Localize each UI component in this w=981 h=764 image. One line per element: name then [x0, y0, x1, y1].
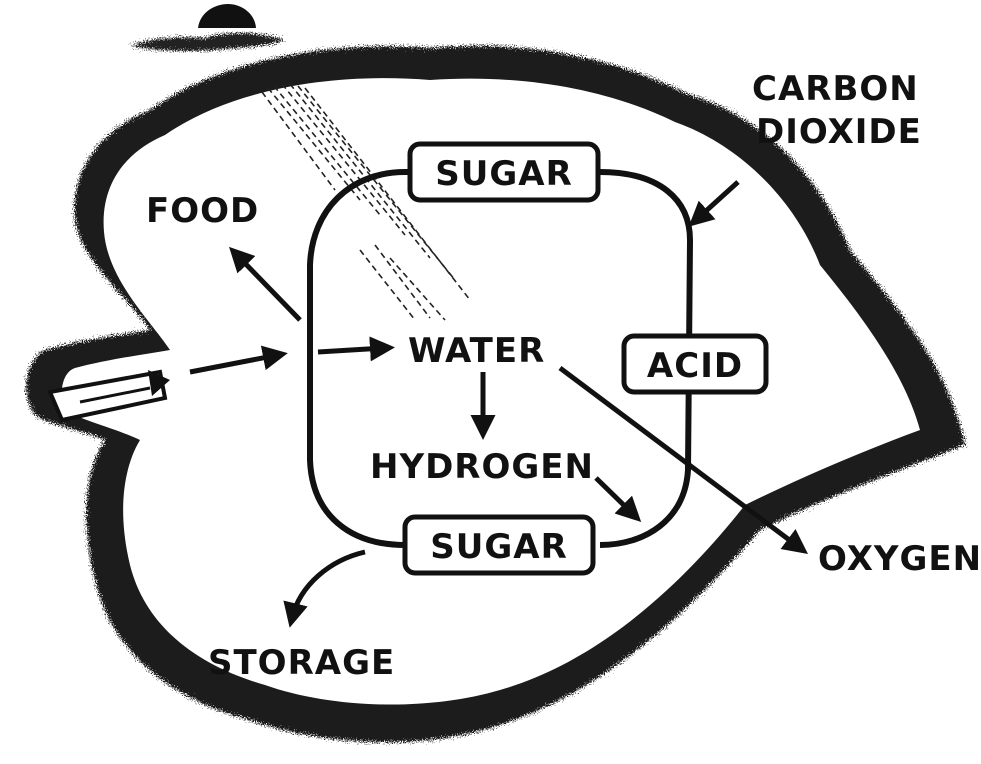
box-acid: ACID — [621, 333, 769, 395]
arrow-hydrogen-to-sugar — [594, 476, 642, 522]
box-sugar-top: SUGAR — [407, 141, 601, 203]
arrow-stem-to-loop — [189, 345, 288, 375]
label-water: WATER — [408, 331, 545, 371]
arrow-to-storage — [283, 549, 366, 628]
leaf-body — [61, 78, 921, 705]
label-hydrogen: HYDROGEN — [370, 447, 594, 487]
arrow-to-oxygen — [558, 366, 808, 554]
cloud-icon — [130, 32, 285, 52]
leaf-outline — [26, 45, 966, 743]
label-storage: STORAGE — [208, 643, 395, 683]
arrow-to-water — [317, 336, 395, 362]
box-sugar-top-label: SUGAR — [435, 154, 573, 194]
sun-icon — [130, 4, 285, 52]
box-acid-label: ACID — [647, 346, 743, 386]
box-sugar-bottom: SUGAR — [402, 514, 596, 576]
arrow-to-food — [229, 246, 302, 322]
label-carbon-dioxide-line2: DIOXIDE — [756, 112, 922, 152]
label-oxygen: OXYGEN — [818, 539, 981, 579]
arrow-carbon-dioxide-in — [688, 180, 740, 227]
label-food: FOOD — [146, 191, 259, 231]
arrows — [189, 180, 808, 628]
leaf-stem — [47, 369, 170, 423]
box-sugar-bottom-label: SUGAR — [430, 527, 568, 567]
label-carbon-dioxide-line1: CARBON — [752, 69, 919, 109]
sunlight-rays — [261, 83, 471, 321]
